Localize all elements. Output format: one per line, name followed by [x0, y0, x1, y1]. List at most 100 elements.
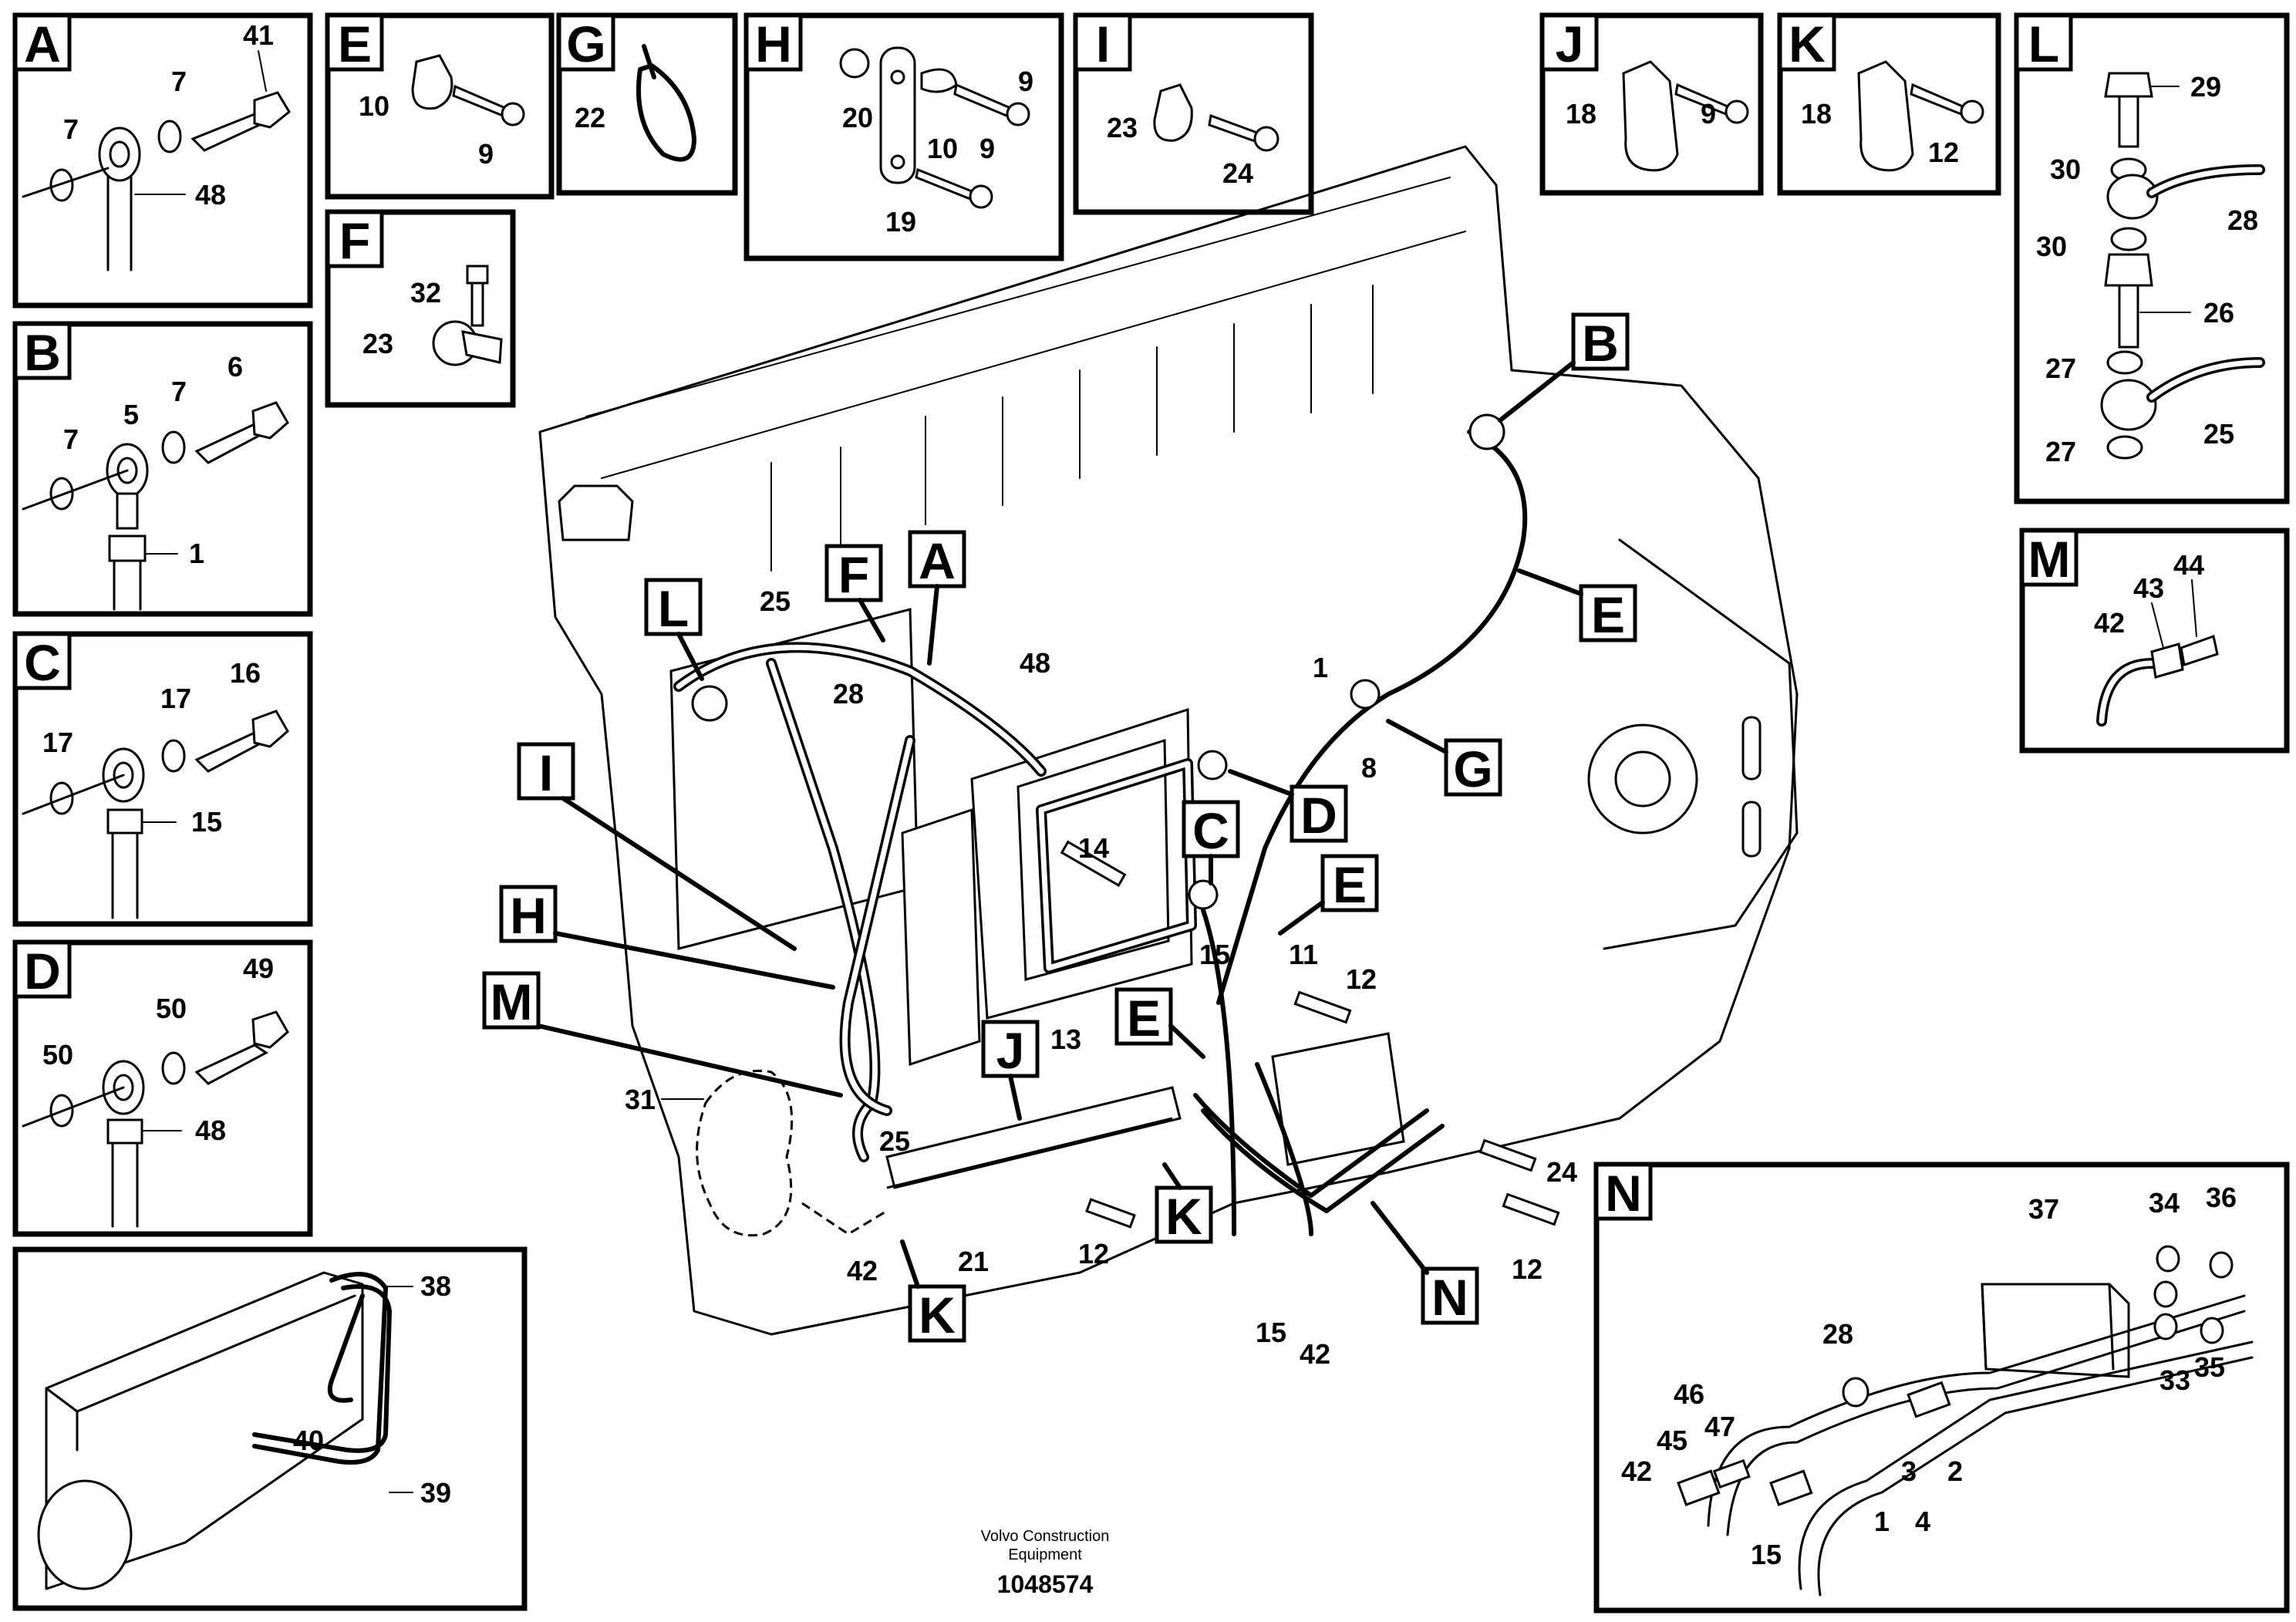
detail-box-f: F 32 23: [325, 209, 516, 408]
part-label: 49: [243, 953, 274, 984]
detail-e-letter: E: [338, 15, 372, 73]
detail-b-letter: B: [24, 324, 61, 381]
part-label: 26: [2203, 297, 2234, 329]
detail-m-letter: M: [2028, 531, 2071, 588]
part-label: 50: [156, 993, 187, 1024]
part-label: 12: [1078, 1238, 1109, 1270]
part-label: 41: [243, 19, 274, 51]
part-label: 25: [760, 585, 791, 617]
callout-letter: K: [1165, 1188, 1202, 1245]
part-label: 39: [420, 1477, 451, 1509]
part-label: 37: [2028, 1193, 2059, 1225]
callout-letter: E: [1333, 856, 1367, 913]
caption-line-1: Volvo Construction: [981, 1528, 1110, 1545]
part-label: 1: [189, 538, 204, 569]
part-label: 23: [362, 328, 393, 359]
detail-j-letter: J: [1556, 15, 1584, 73]
part-label: 48: [1020, 647, 1050, 679]
part-label: 18: [1801, 98, 1832, 130]
part-label: 7: [63, 423, 79, 455]
part-label: 30: [2050, 153, 2081, 185]
part-label: 28: [1822, 1318, 1853, 1350]
part-label: 9: [979, 133, 995, 164]
callout-letter: M: [491, 973, 533, 1030]
detail-box-b: B 7 7 6 5 1: [12, 321, 313, 617]
part-label: 12: [1346, 963, 1377, 995]
part-label: 30: [2036, 231, 2067, 262]
part-label: 42: [2094, 607, 2125, 639]
callout-letter: E: [1127, 990, 1161, 1047]
part-label: 44: [2173, 549, 2204, 581]
part-label: 32: [410, 277, 441, 309]
part-label: 42: [1300, 1338, 1330, 1370]
part-label: 14: [1078, 832, 1109, 864]
callout-letter: A: [919, 532, 956, 589]
part-label: 40: [293, 1425, 324, 1456]
part-label: 23: [1107, 112, 1138, 143]
document-number: 1048574: [997, 1570, 1094, 1598]
detail-k-letter: K: [1789, 15, 1826, 73]
part-label: 29: [2190, 71, 2221, 103]
detail-box-h: H 20 9 10 9 19: [743, 12, 1064, 261]
part-label: 24: [1222, 157, 1253, 189]
detail-l-letter: L: [2028, 15, 2059, 73]
part-label: 10: [359, 90, 389, 122]
part-label: 42: [847, 1255, 878, 1286]
part-label: 8: [1361, 752, 1377, 784]
callout-letter: L: [658, 580, 689, 637]
detail-b-parts: [22, 401, 289, 611]
callout-letter: K: [919, 1286, 956, 1344]
callout-letter: H: [510, 887, 547, 944]
detail-d-letter: D: [24, 943, 61, 1000]
part-label: 24: [1546, 1156, 1577, 1188]
part-label: 17: [160, 683, 191, 714]
part-label: 6: [228, 351, 243, 383]
caption-line-2: Equipment: [1008, 1546, 1082, 1563]
detail-d-parts: [22, 1010, 289, 1228]
part-label: 1: [1313, 652, 1328, 683]
part-label: 16: [230, 657, 261, 689]
part-label: 15: [1256, 1317, 1286, 1348]
part-label: 31: [625, 1084, 656, 1115]
part-label: 21: [958, 1246, 989, 1277]
detail-box-j: J 18 9: [1539, 12, 1764, 196]
callout-letter: E: [1591, 586, 1625, 643]
part-label: 50: [42, 1039, 73, 1071]
part-label: 33: [2159, 1364, 2190, 1396]
main-callout-numbers: 25 48 1 28 8 14 15 11 12 13 31 25 24 12 …: [625, 585, 1577, 1370]
detail-box-g: G 22: [556, 12, 738, 196]
callout-letter: B: [1582, 315, 1619, 372]
detail-box-m: M 44 43 42: [2019, 528, 2290, 754]
part-label: 7: [171, 376, 187, 407]
part-label: 7: [63, 113, 79, 145]
part-label: 28: [2227, 204, 2258, 236]
detail-box-e: E 10 9: [325, 12, 555, 200]
part-label: 48: [195, 1114, 226, 1146]
detail-h-letter: H: [755, 15, 792, 73]
engine-inset-box: 38 40 39: [12, 1246, 528, 1611]
detail-i-letter: I: [1096, 15, 1110, 73]
part-label: 35: [2194, 1351, 2225, 1383]
detail-a-letter: A: [24, 15, 61, 73]
part-label: 19: [885, 206, 916, 238]
part-label: 48: [195, 179, 226, 211]
callout-letter: N: [1431, 1269, 1468, 1326]
detail-box-a: A 7 7 41 48: [12, 12, 313, 309]
part-label: 15: [1751, 1539, 1782, 1570]
detail-box-i: I 23 24: [1073, 12, 1314, 215]
part-label: 2: [1947, 1455, 1963, 1487]
part-label: 1: [1874, 1506, 1890, 1537]
part-label: 7: [171, 66, 187, 97]
detail-box-n: N 37 34 36 28 33 35 46 45 47 3 2 42 1 4 …: [1593, 1162, 2290, 1614]
part-label: 12: [1512, 1253, 1542, 1285]
part-label: 47: [1704, 1411, 1735, 1442]
part-label: 20: [842, 102, 873, 133]
part-label: 46: [1674, 1378, 1704, 1410]
part-label: 34: [2149, 1187, 2180, 1219]
part-label: 42: [1621, 1455, 1652, 1487]
detail-c-parts: [22, 710, 289, 919]
part-label: 17: [42, 727, 73, 758]
engine-assembly: [538, 145, 1799, 1336]
callout-letter: C: [1192, 802, 1229, 859]
